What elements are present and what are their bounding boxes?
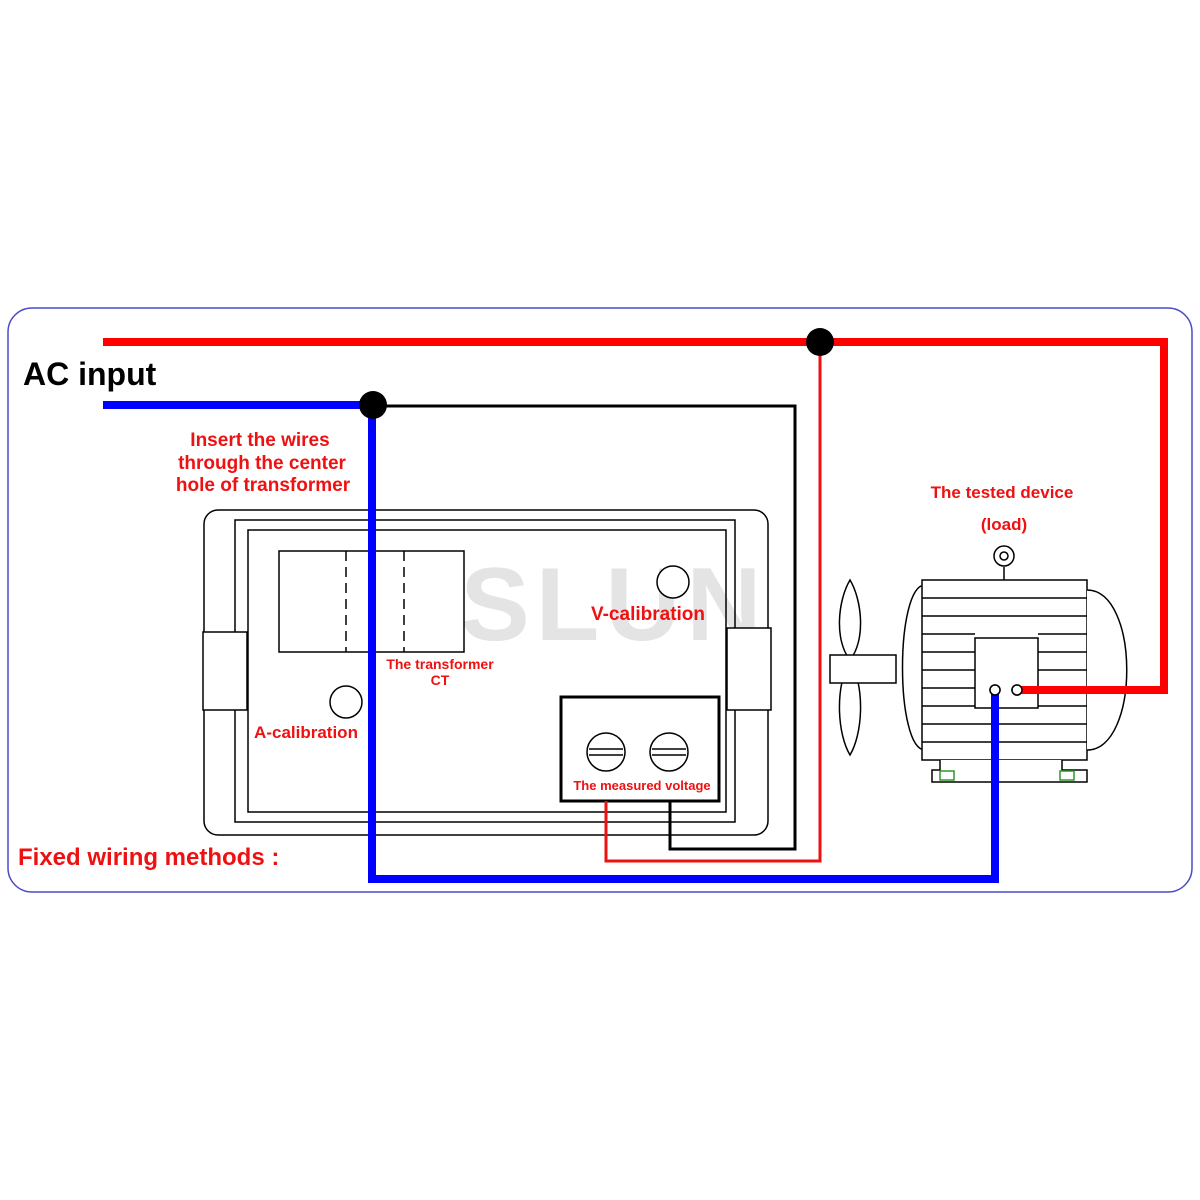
black-wire [374,404,797,851]
junction-dot-blue [359,391,387,419]
voltage-terminal-block [559,695,721,803]
measured-voltage-label: The measured voltage [573,778,710,793]
right-mounting-clip [726,627,772,711]
motor-terminal-blue-top [989,684,1001,696]
motor-rear-cap [1086,589,1128,751]
foot-mark-right [1059,770,1075,781]
motor-load [829,545,1128,783]
left-mounting-clip [202,631,248,711]
a-calibration-label: A-calibration [254,723,358,742]
panel-meter [202,509,772,836]
tested-device-label-line1: The tested device [931,483,1074,502]
lifting-eye-hole [999,551,1009,561]
insert-wires-label-line2: through the center [178,453,346,474]
lifting-eye [993,545,1015,567]
red-wire [103,338,1168,694]
a-calibration-pot [329,685,363,719]
foot-mark-left [939,770,955,781]
fixed-wiring-label: Fixed wiring methods : [18,844,279,871]
right-screw-terminal [649,732,689,772]
diagram-frame [7,307,1193,893]
insert-wires-label-line3: hole of transformer [176,475,351,496]
junction-dot-red [806,328,834,356]
blue-wire [103,401,999,883]
motor-feet [931,760,1088,783]
v-calibration-label: V-calibration [591,604,705,625]
v-calibration-pot [656,565,690,599]
meter-face [247,529,727,813]
motor-end-cap [901,584,926,751]
red-sense-wire [604,342,822,863]
motor-shaft [829,654,897,684]
insert-wires-label-line1: Insert the wires [190,430,329,451]
transformer-label-line2: CT [431,672,450,688]
transformer-label-line1: The transformer [386,656,494,672]
ac-input-label: AC input [23,356,157,392]
motor-terminal-box [974,637,1039,709]
tested-device-label-line2: (load) [981,515,1027,534]
left-screw-terminal [586,732,626,772]
motor-terminal-red-top [1011,684,1023,696]
